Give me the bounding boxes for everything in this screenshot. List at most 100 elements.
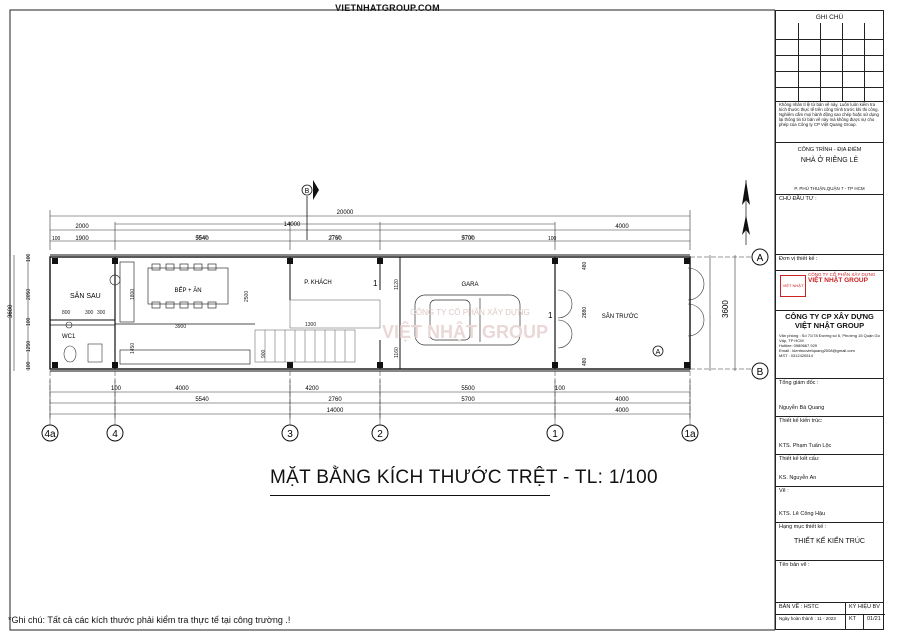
svg-text:1300: 1300 (305, 322, 316, 328)
car-outline (414, 294, 521, 346)
north-arrow (742, 180, 750, 245)
footer-note: *Ghi chú: Tất cả các kích thước phải kiể… (8, 615, 291, 625)
dim-inner-1: 5540 (196, 235, 207, 241)
door-tag-2: 1 (548, 311, 553, 320)
svg-text:480: 480 (582, 261, 588, 270)
designer-cell: Đơn vị thiết kế : (776, 255, 883, 271)
structure-label: Thiết kế kết cấu: (779, 456, 820, 462)
svg-text:100: 100 (26, 317, 32, 326)
project-name: NHÀ Ở RIÊNG LẺ (800, 157, 859, 164)
svg-text:1250: 1250 (26, 341, 32, 352)
drawing-title: MẶT BẰNG KÍCH THƯỚC TRỆT - TL: 1/100 (270, 467, 658, 488)
top-dimensions (49, 210, 691, 250)
dim-inner-0: 100 (52, 236, 61, 242)
drawing-title-underline (270, 495, 550, 496)
svg-text:1800: 1800 (130, 289, 136, 300)
svg-text:1450: 1450 (130, 343, 136, 354)
tax-code: MST : 0312420514 (779, 353, 813, 358)
site-header: VIETNHATGROUP.COM (335, 3, 440, 13)
dim-top-2: 5540 (195, 236, 209, 242)
svg-text:4000: 4000 (175, 386, 189, 392)
dim-overall: 20000 (337, 210, 354, 216)
floor-plan: 20000 14000 2000 1900 5540 2760 5700 400… (8, 9, 775, 631)
architect-cell: Thiết kế kiến trúc: KTS. Phạm Tuấn Lộc (776, 417, 883, 455)
drafter-cell: Vẽ : KTS. Lê Công Hậu (776, 487, 883, 523)
dim-top-4: 5700 (461, 236, 475, 242)
category-label: Hạng mục thiết kế : (779, 524, 827, 530)
svg-text:14000: 14000 (327, 408, 344, 414)
svg-text:1120: 1120 (394, 279, 400, 290)
svg-text:2050: 2050 (26, 289, 32, 300)
svg-text:100: 100 (555, 386, 566, 392)
designer-label: Đơn vị thiết kế : (779, 256, 818, 262)
svg-text:100: 100 (111, 386, 122, 392)
director-cell: Tổng giám đốc : Nguyễn Bá Quang (776, 379, 883, 417)
dim-top-3: 2760 (328, 236, 342, 242)
investor-label: CHỦ ĐẦU TƯ : (779, 196, 817, 202)
date-cell: Ngày hoàn thành : 11 - 2023 (776, 615, 846, 629)
svg-text:900: 900 (261, 349, 267, 358)
dim-14000: 14000 (284, 222, 301, 228)
dim-inner-3: 5700 (462, 235, 473, 241)
room-san-sau: SÂN SAU (70, 291, 101, 300)
svg-text:2500: 2500 (244, 291, 250, 302)
axis-label-a: A (757, 253, 764, 264)
svg-text:3900: 3900 (175, 324, 186, 330)
svg-text:4000: 4000 (615, 397, 629, 403)
sheet-code-label-cell: KÝ HIỆU BV (846, 603, 885, 615)
dim-top-5: 4000 (615, 224, 629, 230)
category-cell: Hạng mục thiết kế : THIẾT KẾ KIẾN TRÚC (776, 523, 883, 561)
svg-text:300: 300 (97, 310, 106, 316)
section-label-a: A (656, 349, 661, 356)
sheet-number: 01/21 (867, 616, 881, 622)
director-label: Tổng giám đốc : (779, 380, 819, 386)
drafter-label: Vẽ : (779, 488, 789, 494)
dim-inner-2: 2760 (329, 235, 340, 241)
watermark-top: CÔNG TY CỔ PHẦN XÂY DỰNG (410, 307, 530, 317)
investor-cell: CHỦ ĐẦU TƯ : (776, 195, 883, 255)
svg-text:4000: 4000 (615, 408, 629, 414)
sheet-frame (9, 9, 775, 631)
email: Email : kientrucvietquang2008@gmail.com (779, 348, 855, 353)
dim-right-total: 3600 (721, 300, 730, 318)
structural-columns (52, 258, 690, 368)
hotline: Hotline: 0989667 929 (779, 343, 818, 348)
svg-text:100: 100 (26, 253, 32, 262)
drafter-name: KTS. Lê Công Hậu (779, 511, 826, 517)
svg-text:2: 2 (377, 429, 383, 440)
architect-name: KTS. Phạm Tuấn Lộc (779, 443, 832, 449)
inner-dimension-labels: 1800 2500 3900 1450 800 300 300 1120 130… (62, 279, 400, 358)
office-address: Văn phòng : Số 71/78 Đường số 6, Phường … (779, 333, 880, 343)
svg-text:1160: 1160 (394, 347, 400, 358)
section-mark-a (652, 345, 664, 357)
company-logo: VIỆT NHẬT (780, 275, 806, 297)
svg-text:1: 1 (552, 429, 558, 440)
kitchen-furniture (109, 261, 251, 365)
room-p-khach: P. KHÁCH (304, 279, 332, 286)
axis-bubbles-bottom (41, 424, 699, 442)
logo-subtitle: CÔNG TY CỔ PHẦN XÂY DỰNG (808, 272, 876, 277)
wc-fixtures (63, 321, 103, 363)
revision-grid (776, 23, 883, 102)
structure-name: KS. Nguyễn An (779, 475, 817, 481)
svg-text:480: 480 (582, 357, 588, 366)
axis-bubble-b (751, 362, 769, 380)
svg-text:4a: 4a (44, 429, 56, 440)
room-san-truoc: SÂN TRƯỚC (602, 313, 639, 320)
svg-text:300: 300 (85, 310, 94, 316)
dim-left-total: 3600 (8, 304, 14, 318)
svg-text:2760: 2760 (328, 397, 342, 403)
drawing-name-label: Tên bản vẽ : (779, 562, 810, 568)
svg-text:100: 100 (26, 361, 32, 370)
axis-labels-bottom: 4a 4 3 2 1 1a (44, 429, 696, 440)
ghi-chu-label: GHI CHÚ (815, 14, 844, 21)
svg-text:4: 4 (112, 429, 118, 440)
dim-top-1: 1900 (75, 236, 89, 242)
title-block: GHI CHÚ Không nhân tỉ lệ từ bản vẽ này. … (775, 10, 885, 630)
front-doors (557, 267, 705, 349)
section-label-b: B (305, 188, 310, 195)
svg-text:5500: 5500 (461, 386, 475, 392)
kt-code: KT (849, 616, 857, 622)
category-value: THIẾT KẾ KIẾN TRÚC (794, 538, 865, 545)
bottom-dim-labels: 100 4000 4200 5500 100 5540 2760 5700 40… (111, 386, 629, 414)
